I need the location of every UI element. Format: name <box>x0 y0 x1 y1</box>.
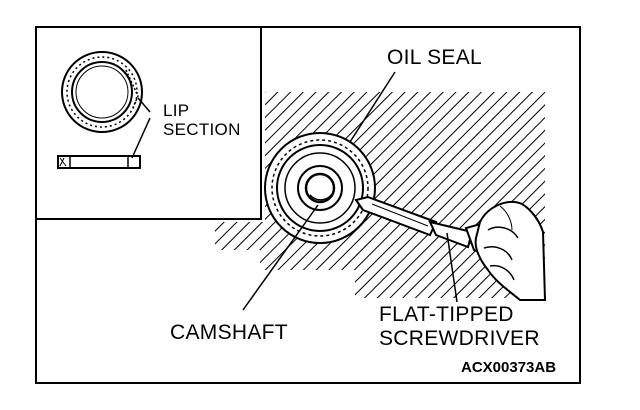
screwdriver-label: SCREWDRIVER <box>379 327 540 350</box>
oil-seal-assembly <box>264 132 376 244</box>
leader-oil-seal <box>349 71 396 143</box>
leader-lip-upper <box>137 97 151 113</box>
leader-lines <box>131 71 458 311</box>
figure-code: ACX00373AB <box>461 359 557 376</box>
camshaft-label: CAMSHAFT <box>170 321 288 344</box>
hand <box>474 201 547 301</box>
leader-camshaft <box>242 204 319 311</box>
leader-screwdriver <box>446 232 458 303</box>
flat-tipped-label: FLAT-TIPPED <box>379 303 514 326</box>
lip-section-inset <box>37 28 262 220</box>
leader-lip-lower <box>131 117 151 159</box>
inset-lip-section <box>57 155 141 169</box>
lip-label: LIP <box>163 101 190 120</box>
inset-seal-face <box>61 51 143 133</box>
oil-seal-label: OIL SEAL <box>387 46 483 69</box>
section-label: SECTION <box>163 120 241 139</box>
